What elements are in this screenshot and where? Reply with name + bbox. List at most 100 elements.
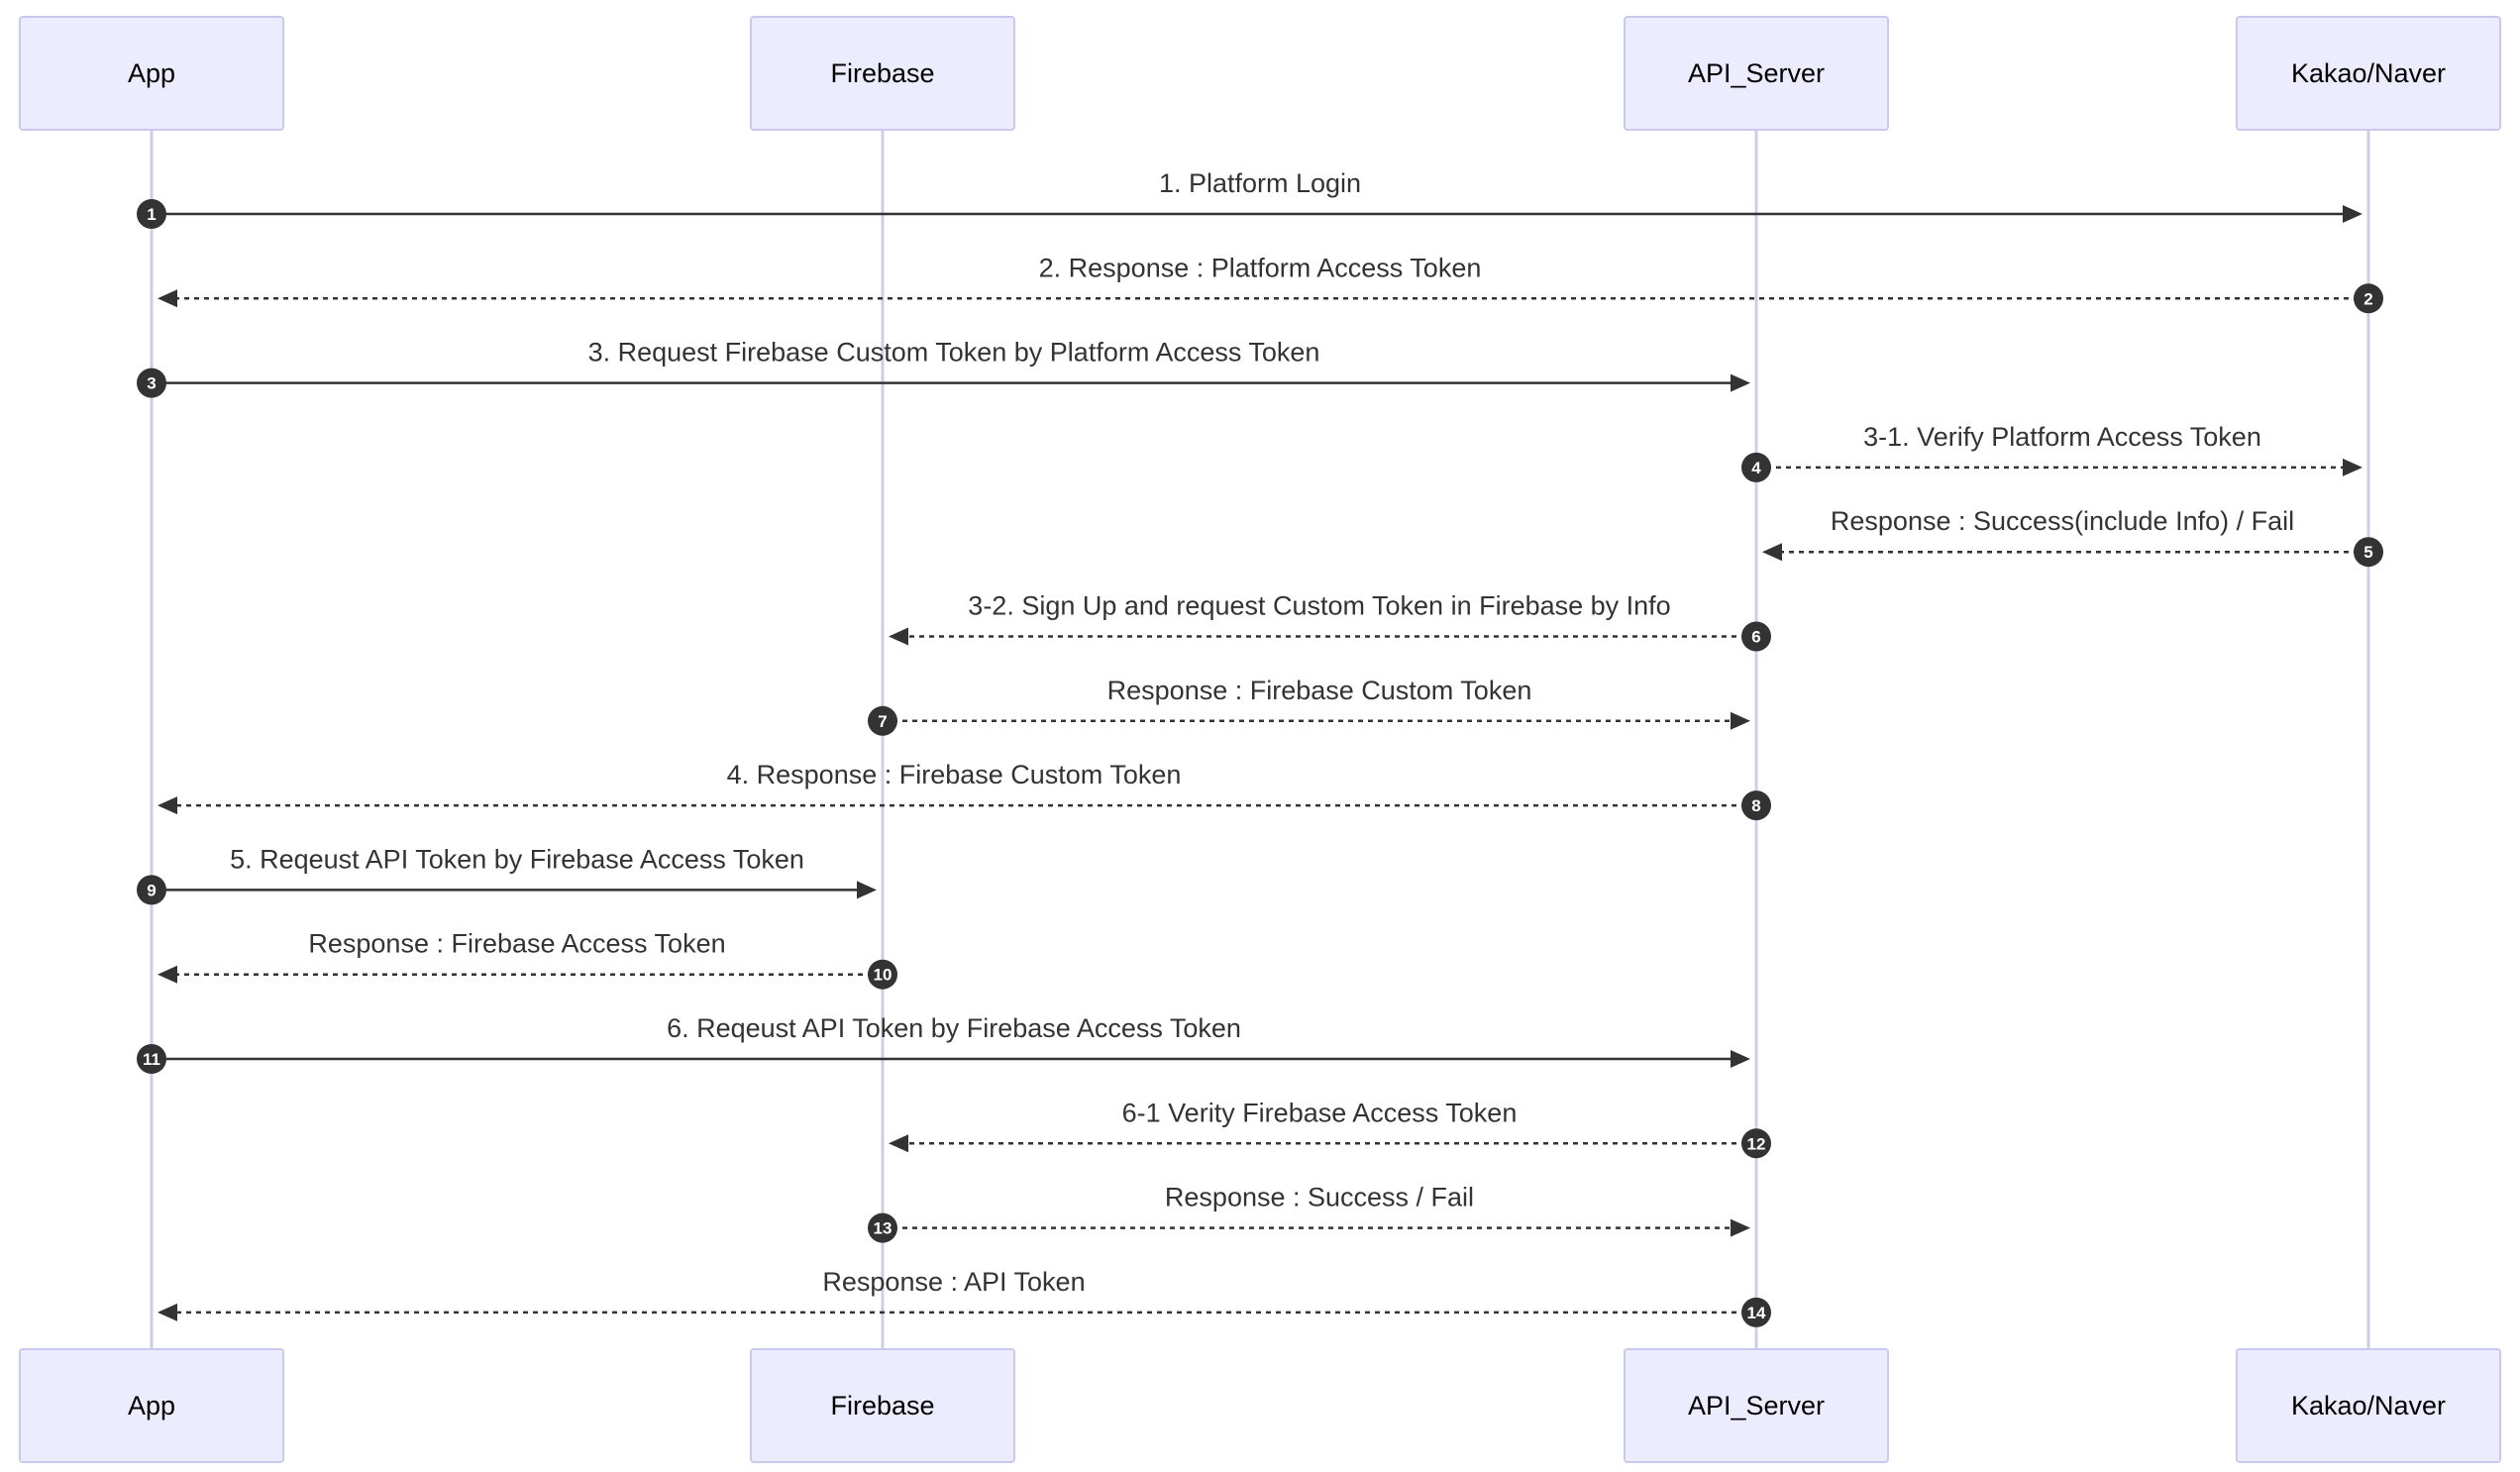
sequence-number: 4 — [1751, 459, 1761, 477]
sequence-badge-circle — [1741, 1297, 1771, 1327]
actor-box — [2236, 1348, 2501, 1463]
arrowhead-icon — [1762, 543, 1782, 562]
message-label: 4. Response : Firebase Custom Token — [727, 760, 1182, 789]
actor-firebase-bottom: Firebase — [750, 1348, 1015, 1463]
sequence-number: 2 — [2363, 289, 2372, 308]
message-14: Response : API Token 14 — [158, 1267, 1771, 1327]
arrowhead-icon — [857, 881, 877, 899]
actor-box — [1624, 1348, 1889, 1463]
sequence-number: 1 — [147, 205, 156, 224]
message-label: 1. Platform Login — [1159, 168, 1361, 198]
message-label: Response : Firebase Access Token — [308, 929, 725, 959]
arrowhead-icon — [889, 627, 908, 646]
sequence-badge-circle — [1741, 621, 1771, 652]
arrowhead-icon — [1731, 373, 1750, 392]
sequence-number-badge: 2 — [2354, 283, 2383, 314]
message-label: 6. Reqeust API Token by Firebase Access … — [667, 1013, 1241, 1043]
message-1: 1. Platform Login 1 — [137, 168, 2362, 229]
arrowhead-icon — [889, 1134, 908, 1153]
arrowhead-icon — [158, 796, 177, 815]
message-label: 3. Request Firebase Custom Token by Plat… — [588, 338, 1320, 368]
actor-box — [1624, 16, 1889, 131]
actor-box — [750, 1348, 1015, 1463]
actor-app-bottom: App — [19, 1348, 284, 1463]
arrowhead-icon — [158, 965, 177, 984]
sequence-number-badge: 7 — [868, 705, 897, 736]
message-8: 4. Response : Firebase Custom Token 8 — [158, 760, 1771, 821]
message-2: 2. Response : Platform Access Token 2 — [158, 253, 2383, 314]
sequence-number-badge: 4 — [1741, 452, 1771, 482]
arrowhead-icon — [1731, 711, 1750, 730]
sequence-number: 5 — [2363, 543, 2372, 562]
message-label: Response : Success(include Info) / Fail — [1831, 506, 2294, 536]
sequence-number: 10 — [874, 966, 892, 985]
actor-kakao-top: Kakao/Naver — [2236, 16, 2501, 131]
actor-label: Kakao/Naver — [2291, 58, 2446, 88]
sequence-number-badge: 11 — [137, 1044, 166, 1074]
message-label: Response : Success / Fail — [1165, 1183, 1474, 1212]
sequence-number-badge: 14 — [1741, 1297, 1771, 1327]
sequence-badge-circle — [1741, 790, 1771, 821]
actor-firebase-top: Firebase — [750, 16, 1015, 131]
sequence-badge-circle — [2354, 537, 2383, 568]
sequence-number-badge: 9 — [137, 875, 166, 905]
sequence-number-badge: 3 — [137, 368, 166, 398]
sequence-number-badge: 8 — [1741, 790, 1771, 821]
actor-api-top: API_Server — [1624, 16, 1889, 131]
message-3: 3. Request Firebase Custom Token by Plat… — [137, 338, 1750, 398]
arrowhead-icon — [1731, 1050, 1750, 1068]
sequence-number: 14 — [1747, 1304, 1766, 1322]
sequence-number-badge: 1 — [137, 199, 166, 229]
actor-label: Firebase — [830, 58, 934, 88]
message-label: 2. Response : Platform Access Token — [1039, 253, 1482, 282]
sequence-number-badge: 13 — [868, 1212, 897, 1243]
message-11: 6. Reqeust API Token by Firebase Access … — [137, 1013, 1750, 1074]
arrowhead-icon — [1731, 1218, 1750, 1237]
message-label: 3-2. Sign Up and request Custom Token in… — [968, 591, 1670, 621]
arrowhead-icon — [2343, 205, 2362, 223]
actor-label: API_Server — [1688, 58, 1825, 88]
sequence-number: 9 — [147, 881, 156, 899]
sequence-number-badge: 6 — [1741, 621, 1771, 652]
sequence-number: 3 — [147, 374, 156, 393]
actor-app-top: App — [19, 16, 284, 131]
sequence-number: 11 — [143, 1050, 160, 1069]
sequence-badge-circle — [868, 959, 897, 990]
arrowhead-icon — [2343, 458, 2362, 476]
actor-label: App — [128, 1391, 175, 1420]
sequence-badge-circle — [137, 199, 166, 229]
actor-label: App — [128, 58, 175, 88]
sequence-number: 6 — [1751, 628, 1760, 647]
message-9: 5. Reqeust API Token by Firebase Access … — [137, 844, 877, 905]
sequence-number: 7 — [878, 712, 887, 731]
message-7: Response : Firebase Custom Token 7 — [868, 676, 1750, 736]
sequence-number: 8 — [1751, 796, 1760, 815]
actor-api-bottom: API_Server — [1624, 1348, 1889, 1463]
sequence-number-badge: 5 — [2354, 537, 2383, 568]
sequence-number-badge: 10 — [868, 959, 897, 990]
actor-box — [19, 1348, 284, 1463]
sequence-badge-circle — [1741, 1128, 1771, 1159]
sequence-badge-circle — [137, 875, 166, 905]
message-6: 3-2. Sign Up and request Custom Token in… — [889, 591, 1771, 652]
message-label: 3-1. Verify Platform Access Token — [1863, 422, 2261, 452]
message-label: Response : API Token — [822, 1267, 1085, 1297]
arrowhead-icon — [158, 1303, 177, 1321]
message-10: Response : Firebase Access Token 10 — [158, 929, 897, 990]
message-5: Response : Success(include Info) / Fail 5 — [1762, 506, 2383, 568]
sequence-badge-circle — [2354, 283, 2383, 314]
actor-label: Firebase — [830, 1391, 934, 1420]
actor-label: API_Server — [1688, 1391, 1825, 1420]
actor-label: Kakao/Naver — [2291, 1391, 2446, 1420]
sequence-number: 13 — [874, 1219, 892, 1238]
message-label: Response : Firebase Custom Token — [1107, 676, 1532, 705]
sequence-badge-circle — [1741, 452, 1771, 482]
actor-box — [19, 16, 284, 131]
message-4: 3-1. Verify Platform Access Token 4 — [1741, 422, 2362, 482]
actor-box — [750, 16, 1015, 131]
message-13: Response : Success / Fail 13 — [868, 1183, 1750, 1243]
sequence-number: 12 — [1747, 1134, 1766, 1153]
